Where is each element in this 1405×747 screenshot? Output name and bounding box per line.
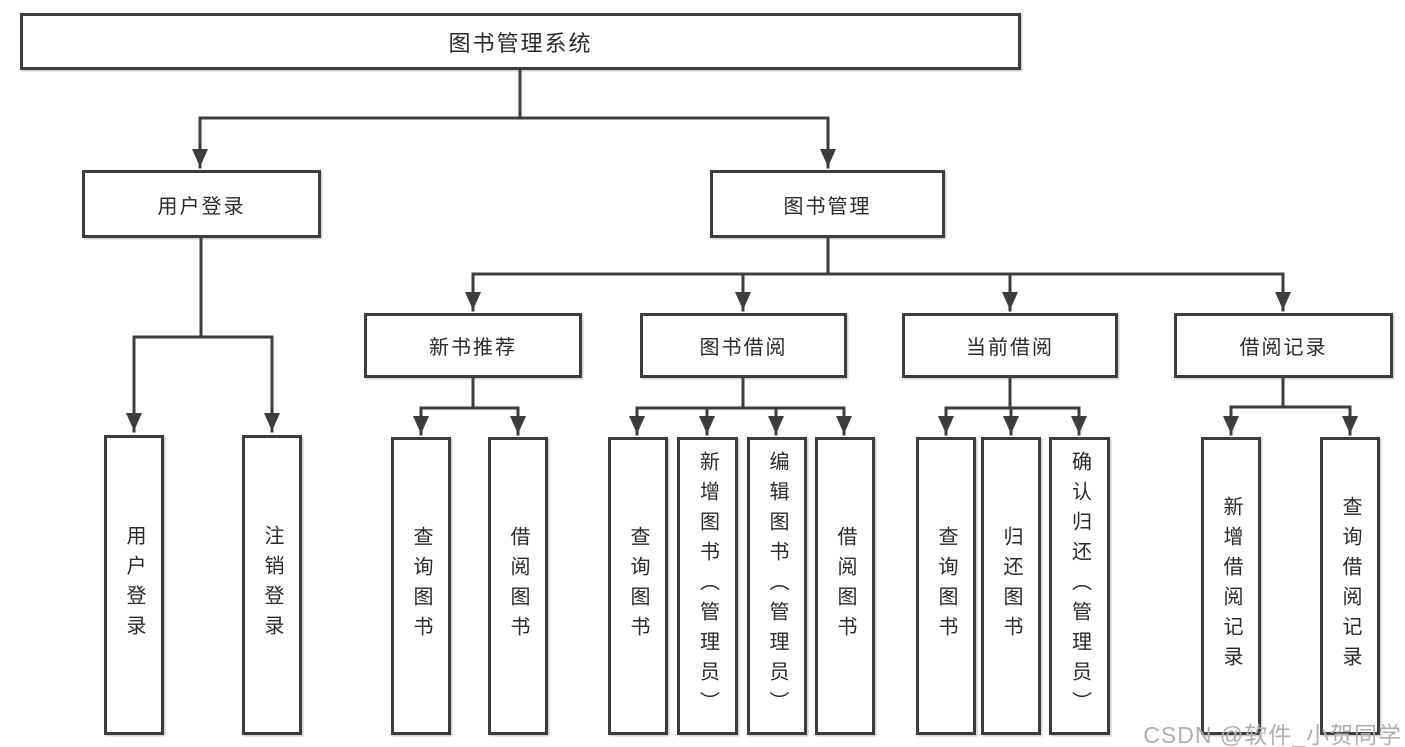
node-label: 归还图书 bbox=[1000, 526, 1022, 646]
leaf-query-books: 查询图书 bbox=[391, 437, 451, 735]
node-label: 用户登录 bbox=[123, 525, 145, 645]
node-label: 用户登录 bbox=[157, 195, 246, 218]
node-label: 新增图书（管理员） bbox=[696, 451, 719, 721]
node-label: 借阅图书 bbox=[834, 526, 856, 646]
node-book-borrow: 图书借阅 bbox=[640, 313, 847, 378]
leaf-query-books: 查询图书 bbox=[608, 437, 668, 735]
leaf-borrow-books: 借阅图书 bbox=[815, 437, 875, 735]
node-label: 新增借阅记录 bbox=[1220, 496, 1242, 676]
node-label: 图书管理 bbox=[783, 195, 872, 218]
csdn-watermark: CSDN @软件_小贺同学 bbox=[1143, 722, 1402, 747]
node-label: 借阅记录 bbox=[1239, 337, 1328, 359]
leaf-add-books-admin: 新增图书（管理员） bbox=[677, 437, 738, 735]
node-label: 新书推荐 bbox=[429, 337, 517, 359]
node-label: 借阅图书 bbox=[507, 526, 529, 646]
node-label: 确认归还（管理员） bbox=[1068, 451, 1091, 721]
node-label: 查询图书 bbox=[627, 526, 649, 646]
node-label: 图书管理系统 bbox=[448, 30, 593, 56]
leaf-confirm-return-admin: 确认归还（管理员） bbox=[1049, 437, 1110, 735]
leaf-user-login: 用户登录 bbox=[104, 435, 164, 735]
leaf-add-borrow-record: 新增借阅记录 bbox=[1201, 437, 1261, 735]
node-current-borrow: 当前借阅 bbox=[902, 313, 1118, 378]
node-label: 查询图书 bbox=[935, 526, 957, 646]
node-borrow-records: 借阅记录 bbox=[1174, 313, 1393, 378]
node-label: 注销登录 bbox=[261, 525, 283, 645]
node-new-book-recommend: 新书推荐 bbox=[364, 313, 582, 378]
node-label: 图书借阅 bbox=[699, 337, 788, 359]
node-label: 查询图书 bbox=[410, 526, 432, 646]
node-label: 当前借阅 bbox=[966, 337, 1054, 359]
leaf-logout: 注销登录 bbox=[242, 435, 302, 735]
leaf-query-borrow-record: 查询借阅记录 bbox=[1320, 437, 1380, 735]
node-library-management-system: 图书管理系统 bbox=[20, 13, 1021, 70]
leaf-edit-books-admin: 编辑图书（管理员） bbox=[747, 437, 807, 735]
leaf-query-books: 查询图书 bbox=[916, 437, 976, 735]
node-user-login: 用户登录 bbox=[82, 170, 321, 238]
leaf-borrow-books: 借阅图书 bbox=[488, 437, 548, 735]
node-book-management: 图书管理 bbox=[710, 170, 945, 238]
node-label: 查询借阅记录 bbox=[1339, 496, 1361, 676]
leaf-return-books: 归还图书 bbox=[981, 437, 1041, 735]
node-label: 编辑图书（管理员） bbox=[766, 451, 788, 721]
